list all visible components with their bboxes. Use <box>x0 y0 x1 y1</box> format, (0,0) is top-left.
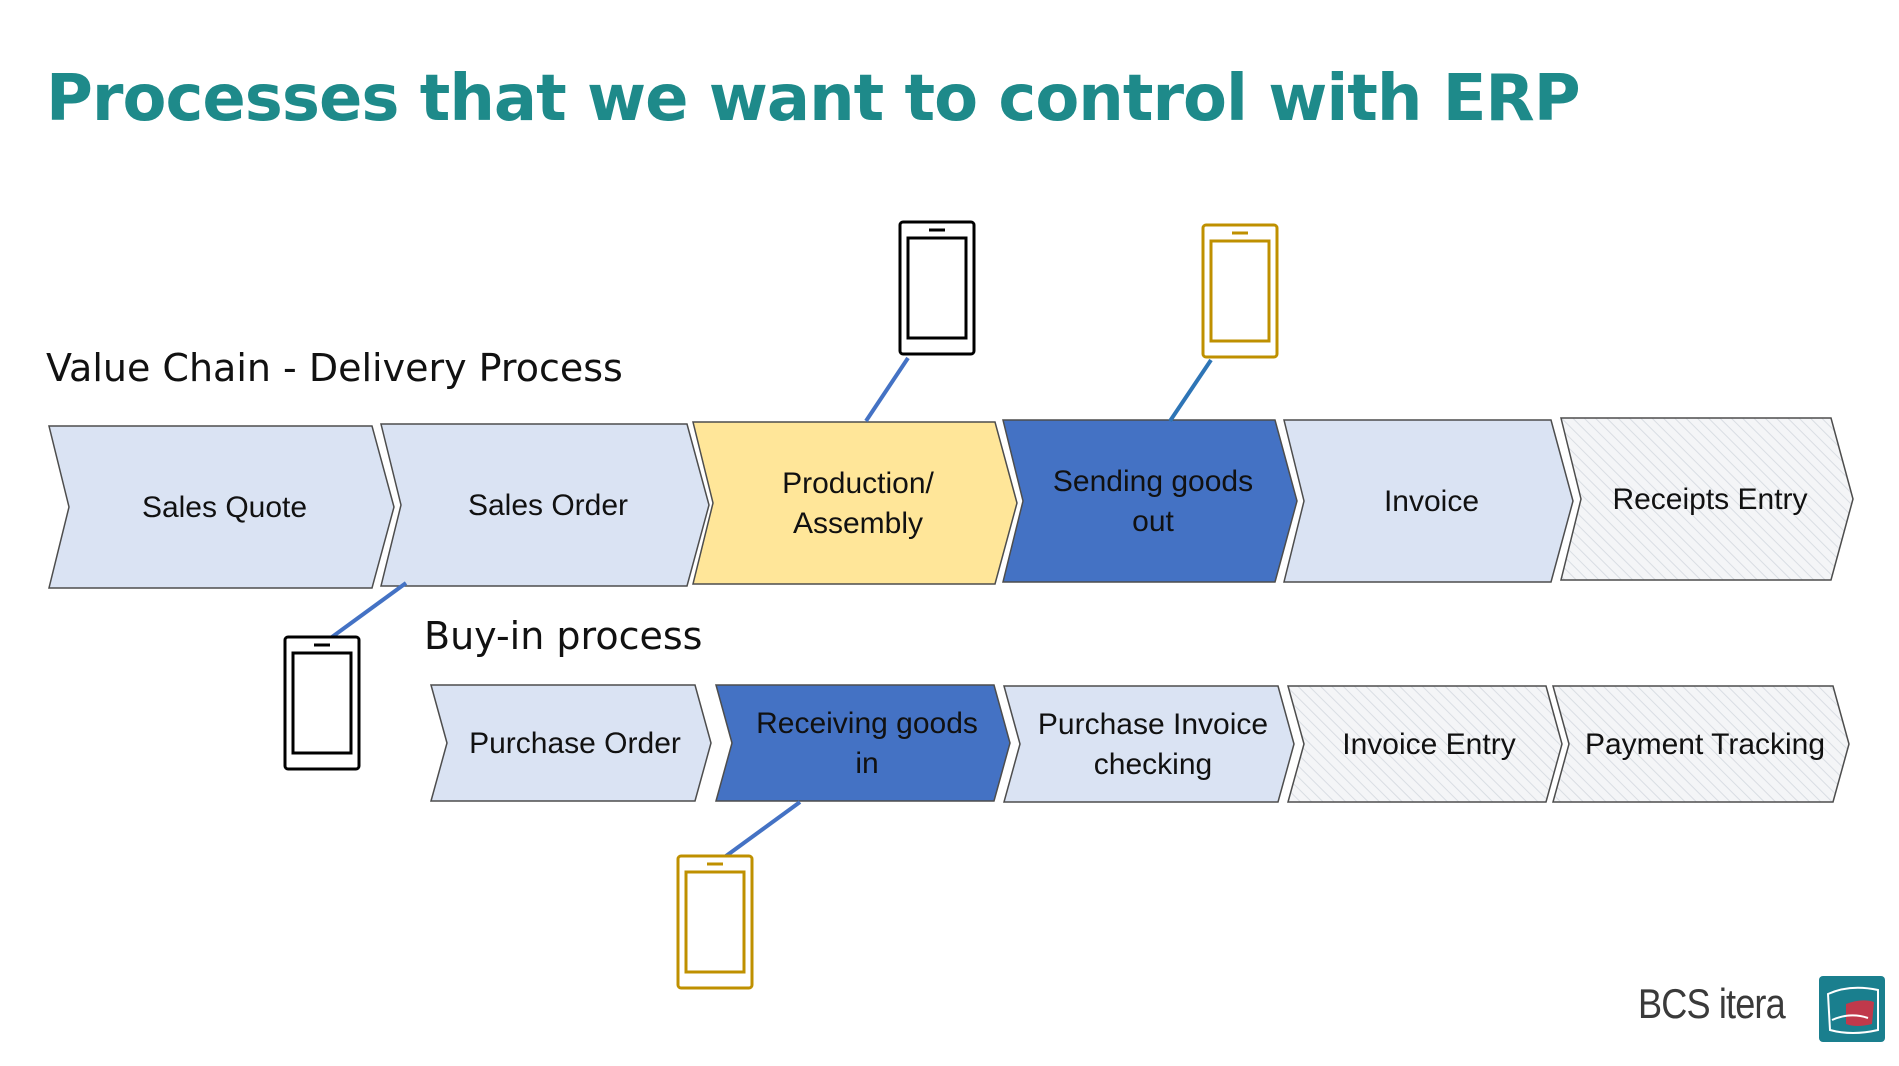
step-label: Assembly <box>793 507 923 540</box>
connector-line <box>724 800 802 858</box>
chevron-shape <box>1283 419 1574 583</box>
mobile-phone-icon <box>676 854 754 990</box>
step-label: Invoice <box>1384 485 1479 518</box>
step-label: Invoice Entry <box>1342 728 1515 761</box>
step-label: Payment Tracking <box>1585 728 1825 761</box>
buy-in-row: Purchase Order Receiving goods in Purchase … <box>430 684 1850 803</box>
mobile-phone-icon <box>1201 223 1279 359</box>
value-chain-step-invoice: Invoice <box>1283 419 1574 583</box>
connector-line <box>330 581 408 639</box>
chevron-shape <box>48 425 395 589</box>
value-chain-step-sales-quote: Sales Quote <box>48 425 395 589</box>
chevron-shape <box>1287 685 1563 803</box>
chevron-shape <box>430 684 712 802</box>
devices <box>283 220 1279 990</box>
buy-in-step-invoice-entry: Invoice Entry <box>1287 685 1563 803</box>
logo-accent <box>1846 1000 1874 1026</box>
step-label: Sales Order <box>468 489 628 522</box>
company-logo-text: BCS itera <box>1638 980 1786 1027</box>
connector-line <box>1168 358 1213 423</box>
chevron-shape <box>1552 685 1850 803</box>
step-label: Receiving goods <box>756 707 978 740</box>
chevron-shape <box>380 423 710 587</box>
value-chain-step-sending-goods-out: Sending goods out <box>1002 419 1298 583</box>
value-chain-step-production-assembly: Production/Assembly <box>692 421 1018 585</box>
chevron-shape <box>1003 685 1295 803</box>
step-label: Sales Quote <box>142 491 307 524</box>
buy-in-step-payment-tracking: Payment Tracking <box>1552 685 1850 803</box>
step-label: checking <box>1094 748 1212 781</box>
mobile-phone-icon <box>898 220 976 356</box>
buy-in-step-purchase-invoice-checking: Purchase Invoice checking <box>1003 685 1295 803</box>
chevron-shape <box>1002 419 1298 583</box>
buy-in-label: Buy-in process <box>424 614 703 658</box>
value-chain-step-receipts-entry: Receipts Entry <box>1560 417 1854 581</box>
value-chain-row: Sales Quote Sales Order Production/Assembl… <box>48 417 1854 589</box>
buy-in-step-purchase-order: Purchase Order <box>430 684 712 802</box>
mobile-phone-icon <box>283 635 361 771</box>
step-label: Sending goods <box>1053 465 1253 498</box>
page-title: Processes that we want to control with E… <box>46 62 1581 136</box>
value-chain-step-sales-order: Sales Order <box>380 423 710 587</box>
step-label: Production/ <box>782 467 934 500</box>
chevron-shape <box>1560 417 1854 581</box>
chevron-shape <box>692 421 1018 585</box>
step-label: Purchase Invoice <box>1038 708 1268 741</box>
step-label: Receipts Entry <box>1612 483 1807 516</box>
connector-line <box>864 356 910 423</box>
chevron-shape <box>715 684 1011 802</box>
step-label: in <box>855 747 878 780</box>
step-label: Purchase Order <box>469 727 681 760</box>
connectors <box>330 356 1213 858</box>
step-label: out <box>1132 505 1174 538</box>
value-chain-label: Value Chain - Delivery Process <box>46 346 623 390</box>
buy-in-step-receiving-goods-in: Receiving goods in <box>715 684 1011 802</box>
logo-mark <box>1819 976 1885 1042</box>
